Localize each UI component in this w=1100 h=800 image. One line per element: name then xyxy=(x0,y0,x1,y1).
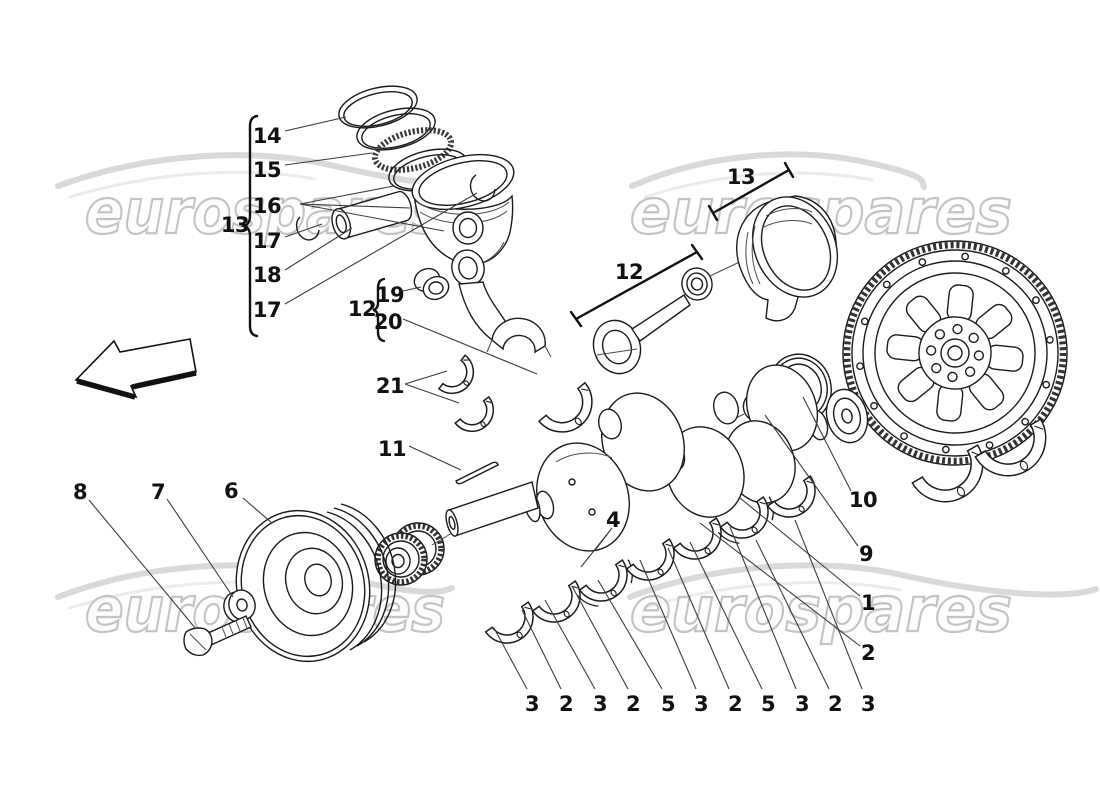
pulley-washer xyxy=(223,589,256,623)
pulley-bolt xyxy=(183,615,252,657)
crankshaft xyxy=(445,364,869,552)
piston-top-left xyxy=(411,153,515,265)
circlip-right xyxy=(469,174,496,202)
watermark-text: eurospares xyxy=(630,573,1012,646)
group-brackets xyxy=(240,114,795,343)
bracket-13-left xyxy=(240,114,259,338)
swoosh-curve-top-right xyxy=(629,151,927,190)
bracket-13-diagonal xyxy=(707,161,795,222)
swoosh-curve-bottom-right xyxy=(627,562,1099,600)
flywheel xyxy=(842,240,1068,466)
woodruff-key xyxy=(455,461,499,485)
bracket-12-diagonal xyxy=(569,243,704,328)
conrod-left xyxy=(451,249,552,358)
conrod-bearing-shells xyxy=(438,354,503,441)
leader-lines xyxy=(88,116,863,690)
crankshaft-pulley xyxy=(209,503,397,663)
piston-right xyxy=(736,195,839,322)
direction-arrow xyxy=(74,338,197,400)
bracket-12-left xyxy=(372,277,386,343)
conrod-right xyxy=(592,257,749,375)
small-end-bush xyxy=(413,267,450,301)
circlip-left xyxy=(295,216,320,241)
